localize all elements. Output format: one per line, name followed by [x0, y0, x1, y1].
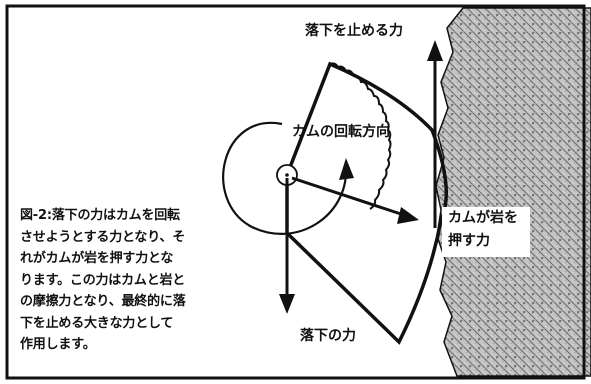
caption-line: れがカムが岩を押す力とな — [20, 251, 174, 266]
caption-line: 図-2:落下の力はカムを回転 — [20, 208, 180, 223]
rock-push-label-line1: カムが岩を — [448, 210, 518, 226]
rock-wall — [435, 7, 591, 377]
rotation-arrowhead — [339, 158, 354, 180]
stop-force-arrowhead — [427, 40, 443, 61]
rock-push-arrowhead — [397, 207, 419, 224]
cam-pivot-center — [285, 173, 289, 177]
caption-line: 作用します。 — [20, 337, 96, 352]
stop-force-label: 落下を止める力 — [305, 23, 403, 39]
cam-body — [285, 61, 449, 345]
rotation-arc-arrow — [222, 121, 348, 235]
rock-push-arrow — [291, 176, 408, 218]
fall-force-arrowhead — [279, 294, 295, 314]
figure-caption: 図-2:落下の力はカムを回転 させようとする力となり、そ れがカムが岩を押す力と… — [20, 205, 234, 356]
cam-teeth — [329, 62, 392, 210]
caption-line: ります。この力はカムと岩と — [20, 272, 186, 288]
diagram-frame — [5, 4, 586, 380]
cam-rotation-label: カムの回転方向 — [292, 124, 390, 140]
fall-force-label: 落下の力 — [300, 328, 356, 344]
caption-line: させようとする力となり、そ — [20, 229, 186, 245]
caption-line: 下を止める大きな力として — [20, 315, 174, 331]
rock-push-label-line2: 押す力 — [448, 233, 490, 249]
rock-push-label-box: カムが岩を 押す力 — [442, 207, 530, 257]
caption-line: の摩擦力となり、最終的に落 — [20, 294, 186, 309]
